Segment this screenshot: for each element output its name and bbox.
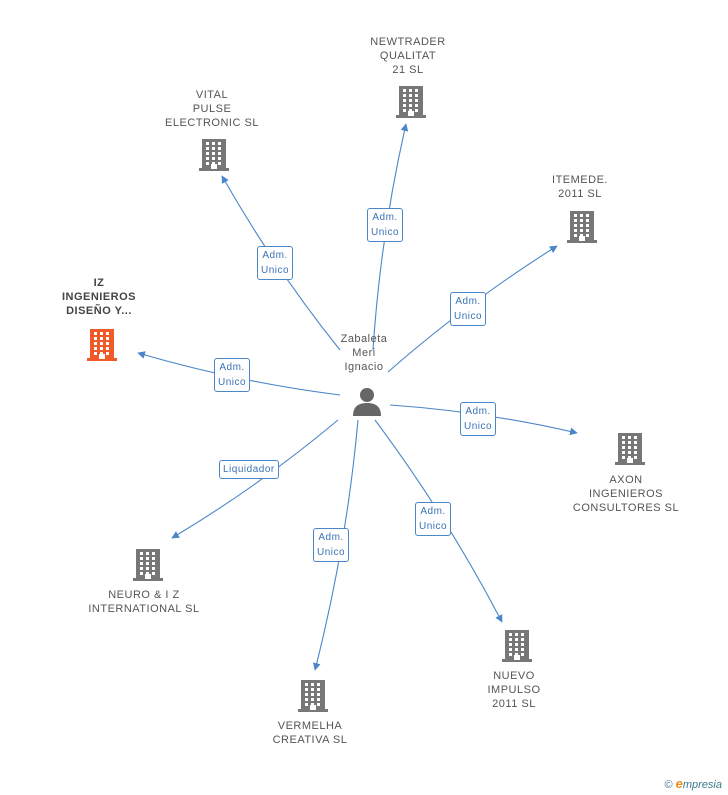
company-label-nuevo[interactable]: NUEVO IMPULSO 2011 SL	[487, 670, 541, 710]
building-icon[interactable]	[501, 629, 533, 663]
building-icon[interactable]	[297, 679, 329, 713]
brand-logo-e: e	[675, 776, 683, 791]
company-label-iz[interactable]: IZ INGENIEROS DISEÑO Y...	[61, 277, 137, 317]
person-icon[interactable]	[352, 386, 382, 416]
role-tag-itemede[interactable]: Adm. Unico	[450, 292, 487, 326]
building-icon[interactable]	[86, 328, 118, 362]
building-icon[interactable]	[132, 548, 164, 582]
building-icon[interactable]	[395, 85, 427, 119]
company-label-newtrader[interactable]: NEWTRADER QUALITAT 21 SL	[370, 36, 446, 76]
role-tag-vermelha[interactable]: Adm. Unico	[313, 528, 350, 562]
building-icon[interactable]	[566, 210, 598, 244]
brand-footer: © empresia	[664, 776, 722, 791]
company-label-vital[interactable]: VITAL PULSE ELECTRONIC SL	[165, 89, 259, 129]
company-label-itemede[interactable]: ITEMEDE. 2011 SL	[552, 174, 608, 200]
role-tag-vital[interactable]: Adm. Unico	[257, 246, 294, 280]
role-tag-neuro[interactable]: Liquidador	[219, 460, 279, 479]
center-person-name[interactable]: Zabaleta Meri Ignacio	[340, 333, 388, 373]
building-icon[interactable]	[198, 138, 230, 172]
edge-neuro	[171, 419, 339, 539]
company-label-axon[interactable]: AXON INGENIEROS CONSULTORES SL	[572, 474, 680, 514]
role-tag-newtrader[interactable]: Adm. Unico	[367, 208, 404, 242]
role-tag-iz[interactable]: Adm. Unico	[214, 358, 251, 392]
company-label-vermelha[interactable]: VERMELHA CREATIVA SL	[272, 720, 348, 746]
brand-logo-text: mpresia	[682, 779, 722, 791]
company-label-neuro[interactable]: NEURO & I Z INTERNATIONAL SL	[88, 589, 200, 615]
role-tag-axon[interactable]: Adm. Unico	[460, 402, 497, 436]
role-tag-nuevo[interactable]: Adm. Unico	[415, 502, 452, 536]
copyright-symbol: ©	[664, 779, 673, 791]
building-icon[interactable]	[614, 432, 646, 466]
